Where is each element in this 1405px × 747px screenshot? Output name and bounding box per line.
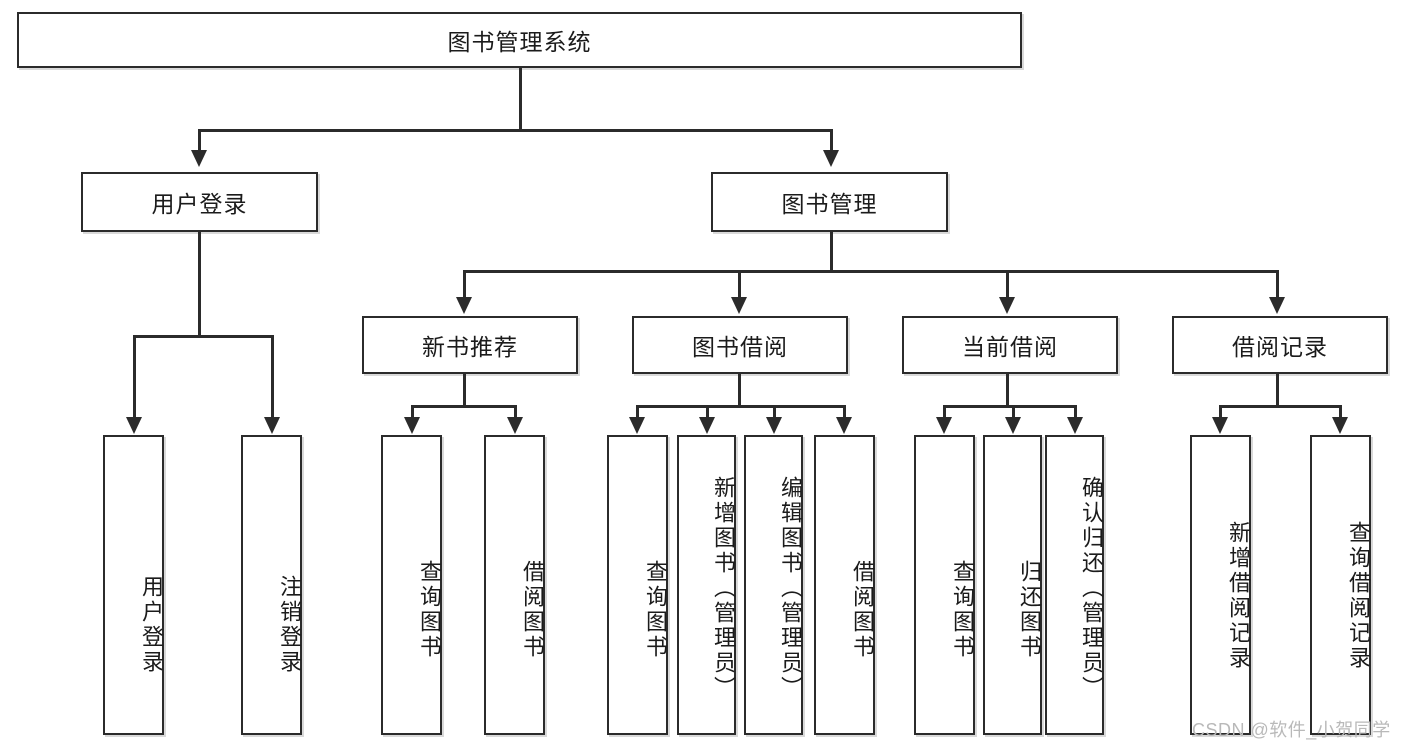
arrowhead-to-leaf-confirm-return <box>1067 417 1083 434</box>
connector-new-book-stem <box>463 374 466 406</box>
arrowhead-to-new-book <box>456 297 472 314</box>
connector-book-borrow-drop-2 <box>706 405 709 418</box>
arrowhead-to-book-borrow <box>731 297 747 314</box>
connector-user-login-bus <box>133 335 273 338</box>
arrowhead-to-leaf-query-book-1 <box>404 417 420 434</box>
connector-book-mgmt-stem <box>830 232 833 272</box>
connector-new-book-bus <box>411 405 516 408</box>
connector-root-drop-left <box>198 129 201 151</box>
connector-borrow-records-drop-2 <box>1339 405 1342 418</box>
arrowhead-to-leaf-borrow-book-2 <box>836 417 852 434</box>
connector-user-login-drop-2 <box>271 335 274 418</box>
node-label: 新增图书（管理员） <box>711 475 736 701</box>
connector-book-borrow-drop-1 <box>636 405 639 418</box>
node-label: 注销登录 <box>277 575 302 675</box>
node-label: 图书管理 <box>781 191 878 217</box>
connector-current-borrow-stem <box>1006 374 1009 406</box>
connector-book-mgmt-drop-4 <box>1276 270 1279 298</box>
connector-book-borrow-bus <box>636 405 845 408</box>
arrowhead-to-leaf-edit-book <box>766 417 782 434</box>
node-label: 用户登录 <box>151 191 248 217</box>
arrowhead-to-leaf-add-book <box>699 417 715 434</box>
node-label: 新增借阅记录 <box>1226 521 1251 671</box>
arrowhead-to-leaf-return-book <box>1005 417 1021 434</box>
leaf-query-book-current[interactable]: 查询图书 <box>914 435 975 735</box>
arrowhead-to-leaf-query-book-2 <box>629 417 645 434</box>
leaf-edit-book-admin[interactable]: 编辑图书（管理员） <box>744 435 803 735</box>
node-label: 图书借阅 <box>692 334 788 360</box>
arrowhead-to-leaf-query-book-3 <box>936 417 952 434</box>
node-user-login[interactable]: 用户登录 <box>81 172 318 232</box>
connector-root-bus <box>198 129 832 132</box>
node-label: 查询图书 <box>950 560 975 660</box>
leaf-logout[interactable]: 注销登录 <box>241 435 302 735</box>
leaf-user-login[interactable]: 用户登录 <box>103 435 164 735</box>
connector-current-borrow-drop-3 <box>1074 405 1077 418</box>
leaf-add-borrow-record[interactable]: 新增借阅记录 <box>1190 435 1251 735</box>
node-label: 图书管理系统 <box>447 29 592 55</box>
connector-borrow-records-drop-1 <box>1219 405 1222 418</box>
connector-book-borrow-drop-3 <box>773 405 776 418</box>
node-book-management[interactable]: 图书管理 <box>711 172 948 232</box>
leaf-query-borrow-record[interactable]: 查询借阅记录 <box>1310 435 1371 735</box>
arrowhead-to-user-login <box>191 150 207 167</box>
node-label: 当前借阅 <box>962 334 1058 360</box>
node-label: 借阅图书 <box>520 560 545 660</box>
leaf-return-book[interactable]: 归还图书 <box>983 435 1042 735</box>
node-label: 归还图书 <box>1017 560 1042 660</box>
arrowhead-to-leaf-borrow-book-1 <box>507 417 523 434</box>
connector-new-book-drop-1 <box>411 405 414 418</box>
leaf-query-book-borrow[interactable]: 查询图书 <box>607 435 668 735</box>
connector-new-book-drop-2 <box>514 405 517 418</box>
leaf-borrow-book-recommend[interactable]: 借阅图书 <box>484 435 545 735</box>
node-label: 确认归还（管理员） <box>1079 475 1104 701</box>
connector-root-drop-right <box>830 129 833 151</box>
arrowhead-to-leaf-logout <box>264 417 280 434</box>
leaf-query-book-recommend[interactable]: 查询图书 <box>381 435 442 735</box>
arrowhead-to-current-borrow <box>999 297 1015 314</box>
connector-borrow-records-bus <box>1219 405 1341 408</box>
connector-current-borrow-drop-1 <box>943 405 946 418</box>
arrowhead-to-leaf-add-record <box>1212 417 1228 434</box>
leaf-confirm-return-admin[interactable]: 确认归还（管理员） <box>1045 435 1104 735</box>
arrowhead-to-leaf-user-login <box>126 417 142 434</box>
node-label: 查询图书 <box>417 560 442 660</box>
arrowhead-to-borrow-records <box>1269 297 1285 314</box>
node-root-system[interactable]: 图书管理系统 <box>17 12 1022 68</box>
node-label: 用户登录 <box>139 575 164 675</box>
connector-book-mgmt-bus <box>463 270 1278 273</box>
connector-current-borrow-bus <box>943 405 1076 408</box>
connector-book-borrow-drop-4 <box>843 405 846 418</box>
node-label: 编辑图书（管理员） <box>778 475 803 701</box>
node-label: 查询图书 <box>643 560 668 660</box>
arrowhead-to-book-management <box>823 150 839 167</box>
connector-borrow-records-stem <box>1276 374 1279 406</box>
connector-book-mgmt-drop-3 <box>1006 270 1009 298</box>
leaf-borrow-book[interactable]: 借阅图书 <box>814 435 875 735</box>
connector-root-stem <box>519 68 522 130</box>
node-label: 查询借阅记录 <box>1346 521 1371 671</box>
node-book-borrow[interactable]: 图书借阅 <box>632 316 848 374</box>
arrowhead-to-leaf-query-record <box>1332 417 1348 434</box>
connector-user-login-drop-1 <box>133 335 136 418</box>
node-borrow-records[interactable]: 借阅记录 <box>1172 316 1388 374</box>
connector-user-login-stem <box>198 232 201 336</box>
connector-book-borrow-stem <box>738 374 741 406</box>
connector-book-mgmt-drop-1 <box>463 270 466 298</box>
csdn-watermark: CSDN @软件_小贺同学 <box>1192 720 1391 740</box>
node-current-borrow[interactable]: 当前借阅 <box>902 316 1118 374</box>
connector-book-mgmt-drop-2 <box>738 270 741 298</box>
node-label: 新书推荐 <box>422 334 518 360</box>
connector-current-borrow-drop-2 <box>1012 405 1015 418</box>
leaf-add-book-admin[interactable]: 新增图书（管理员） <box>677 435 736 735</box>
node-new-book-recommend[interactable]: 新书推荐 <box>362 316 578 374</box>
node-label: 借阅记录 <box>1232 334 1328 360</box>
node-label: 借阅图书 <box>850 560 875 660</box>
